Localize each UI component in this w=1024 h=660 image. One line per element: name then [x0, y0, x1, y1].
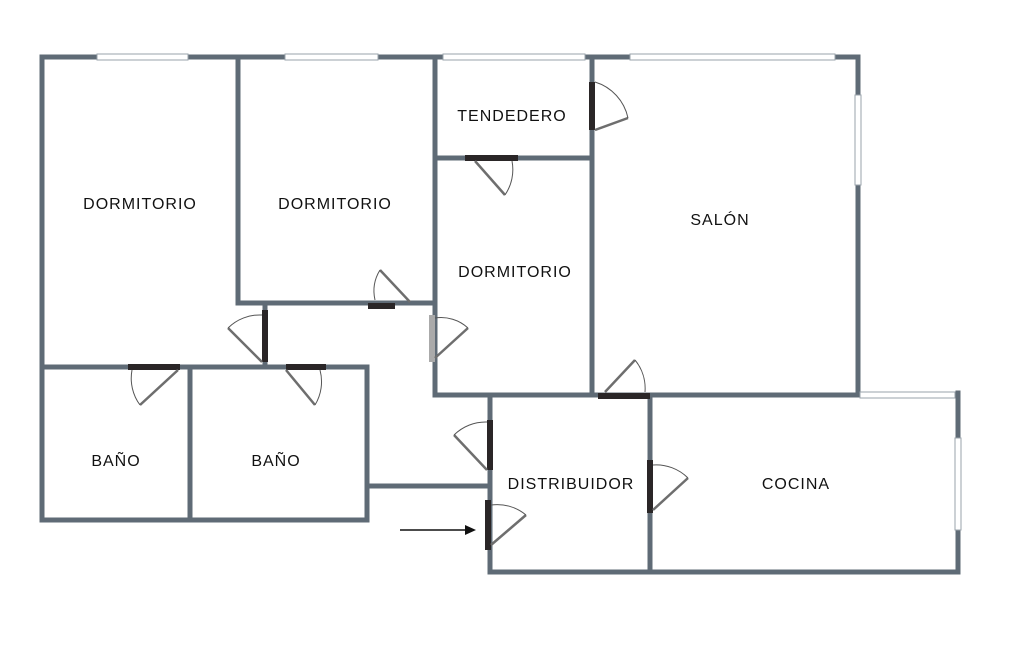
- room-label-dormitorio: DORMITORIO: [83, 196, 197, 213]
- room-label-tendedero: TENDEDERO: [457, 108, 566, 125]
- room-label-distribuidor: DISTRIBUIDOR: [508, 476, 635, 493]
- room-label-bano: BAÑO: [91, 450, 140, 470]
- walls: [39, 54, 961, 575]
- doors: [128, 81, 689, 550]
- room-label-cocina: COCINA: [762, 476, 830, 493]
- room-label-dormitorio: DORMITORIO: [458, 264, 572, 281]
- entrance-arrow-icon: [400, 525, 476, 535]
- room-labels: DORMITORIO DORMITORIO DORMITORIO TENDEDE…: [83, 108, 830, 493]
- room-label-dormitorio: DORMITORIO: [278, 196, 392, 213]
- room-label-salon: SALÓN: [690, 210, 749, 229]
- windows: [96, 53, 962, 531]
- room-label-bano: BAÑO: [251, 450, 300, 470]
